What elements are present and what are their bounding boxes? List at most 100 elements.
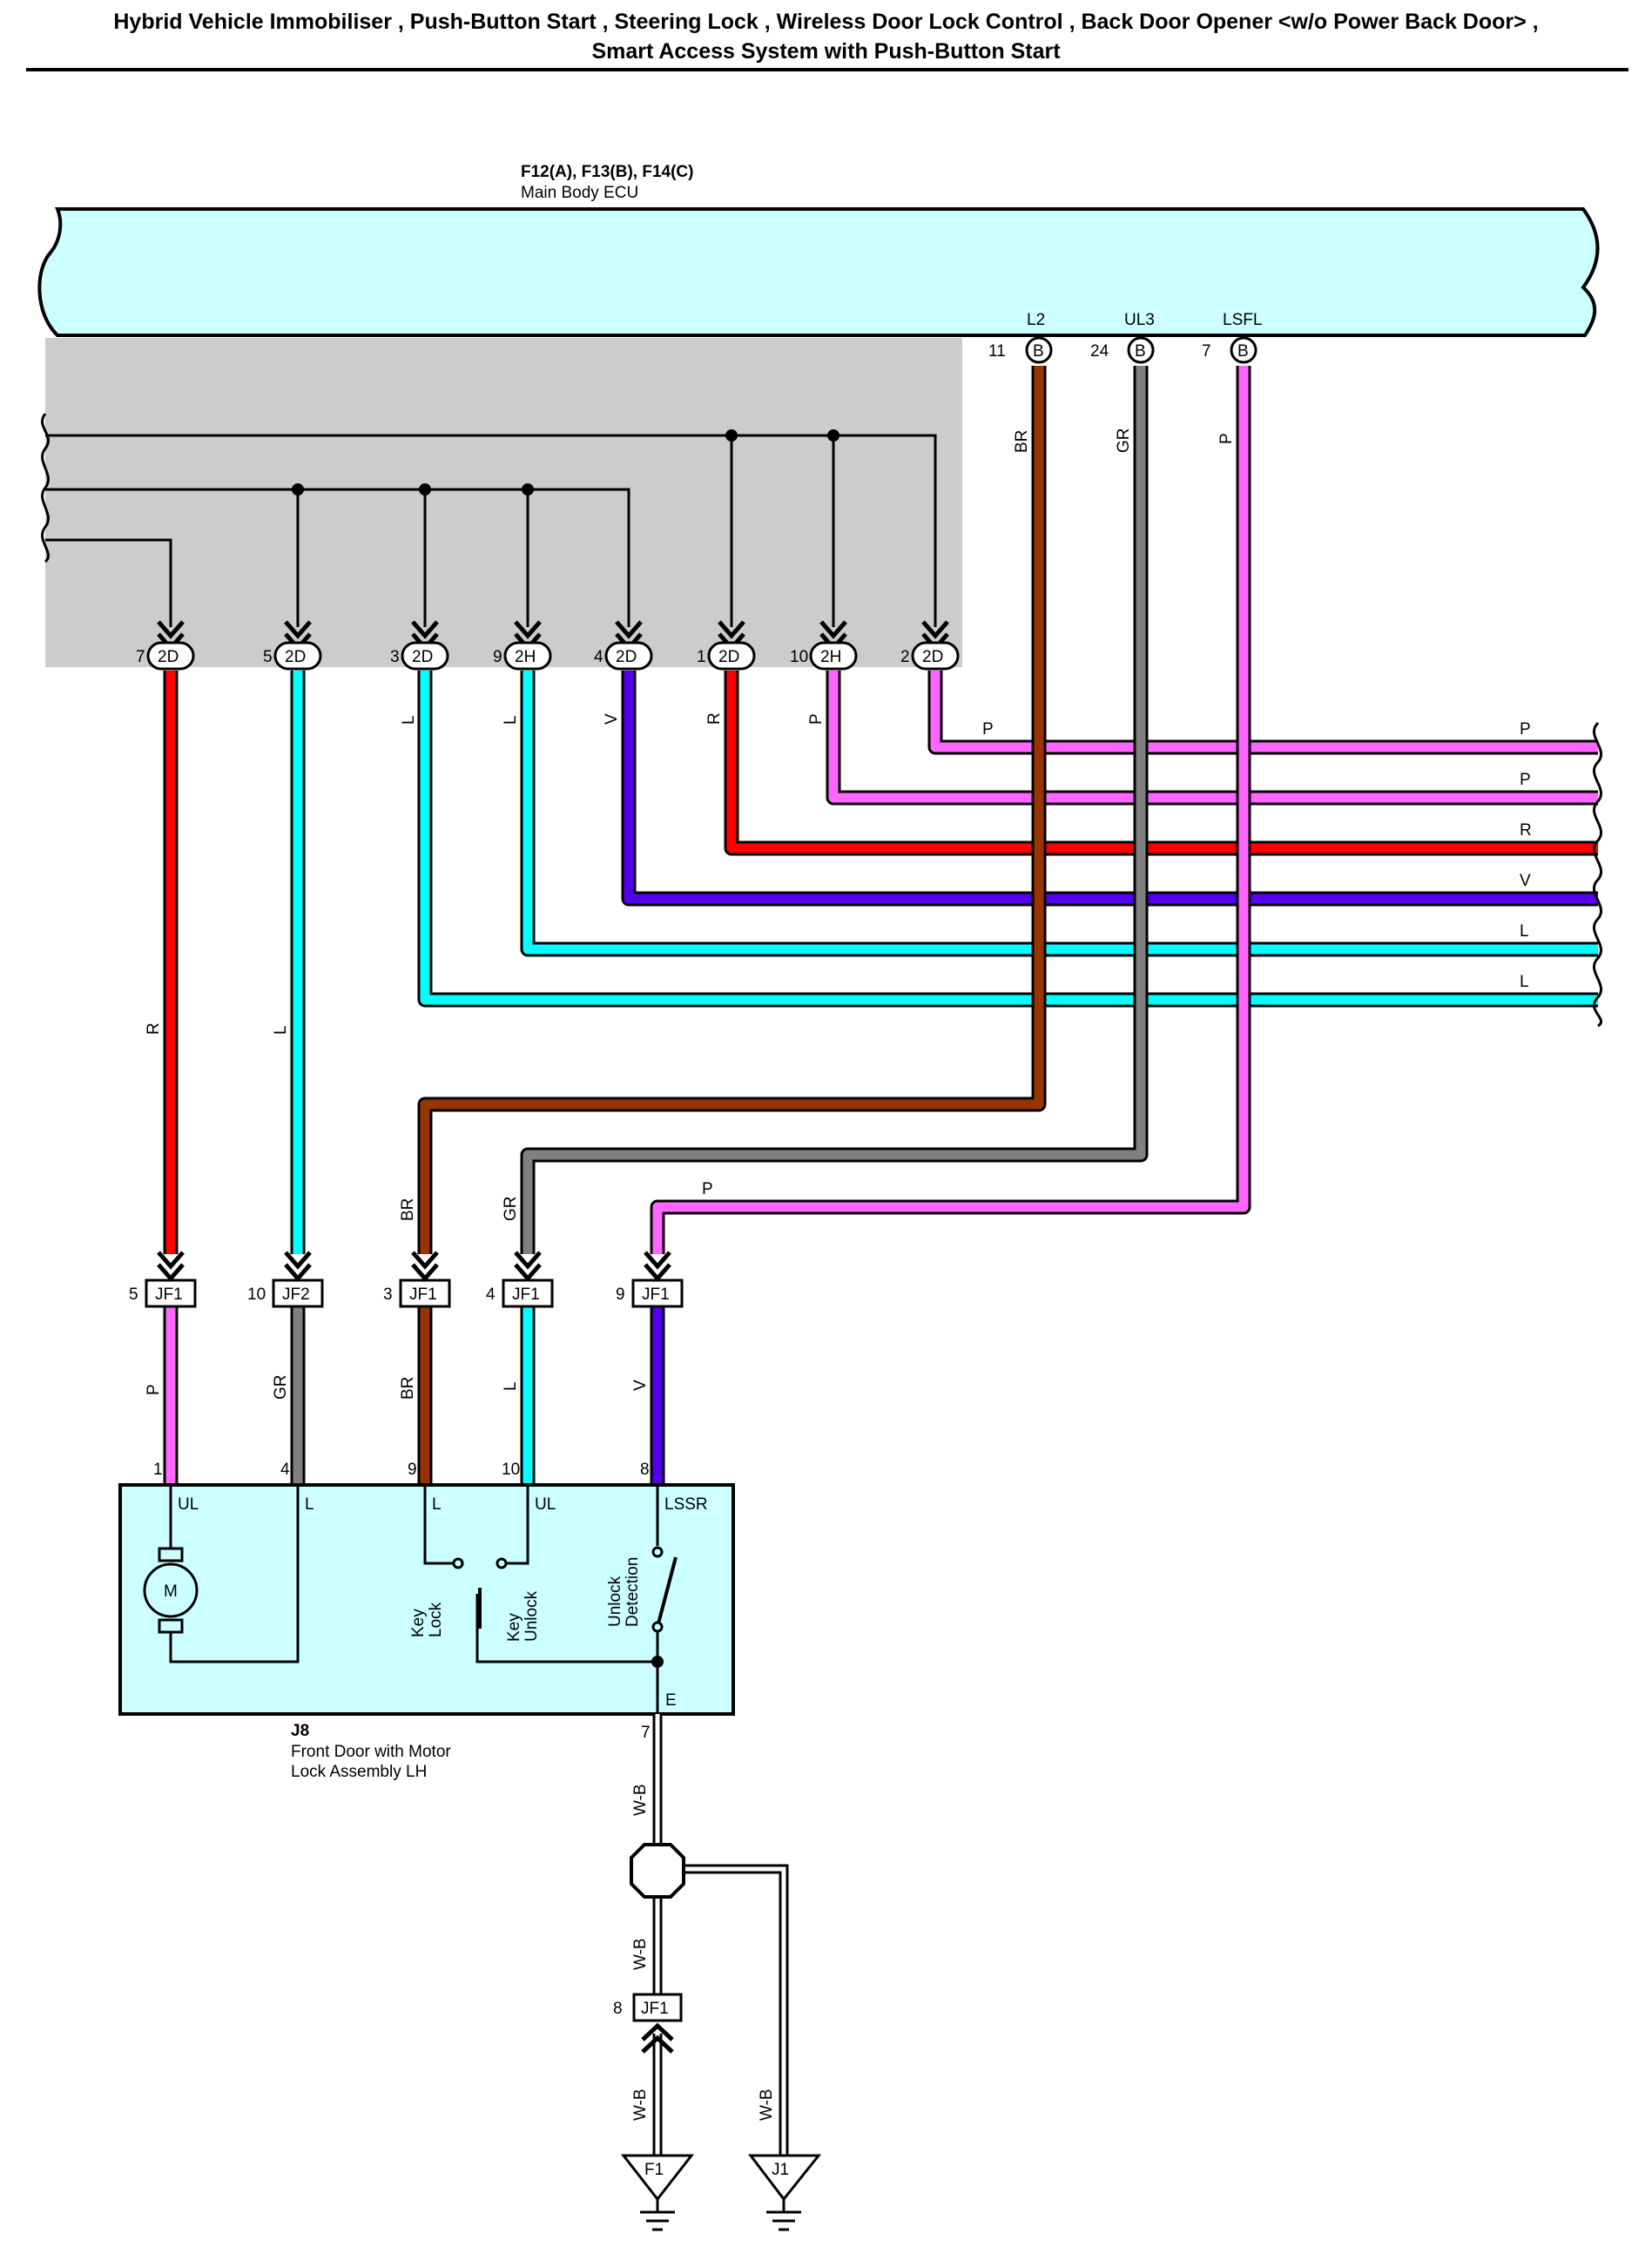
door-lock-terminal: UL [535,1495,556,1514]
jf-connector-jf1-3 [399,1279,451,1308]
door-lock-name-line2: Lock Assembly LH [291,1763,427,1781]
junction-connector-label: 2D [616,648,637,666]
wire-label-r-left: R [145,1022,163,1035]
wire-label-p-2h10: P [807,713,826,725]
door-lock-pin: 10 [502,1461,520,1479]
jf-pin-label: 5 [129,1285,138,1304]
door-lock-pin: 8 [640,1461,650,1479]
ecu-connector-label: F12(A), F13(B), F14(C) [521,163,693,181]
svg-text:Unlock: Unlock [606,1576,624,1627]
ground-point-f1 [620,2154,695,2202]
junction-pin-label: 2 [900,648,910,666]
junction-pin-label: 9 [493,648,502,666]
svg-text:Key: Key [505,1613,523,1642]
svg-text:Detection: Detection [624,1557,642,1627]
jf-pin-label: 9 [616,1285,625,1304]
wire-label-p-right-2: P [1520,771,1531,789]
ecu-name-label: Main Body ECU [521,184,638,202]
jf-chevron [157,1251,185,1282]
jf-connector-label: JF1 [155,1285,183,1304]
wire-p-2d2 [930,671,1598,752]
junction-connector-label: 2H [515,648,536,666]
ecu-terminal-lsfl [1230,336,1258,364]
splice-octagon [630,1843,685,1899]
ground-point-j1-label: J1 [772,2161,789,2179]
jf-connector-jf2-10 [272,1279,324,1308]
jf-connector-label: JF1 [409,1285,437,1304]
wire-label-l-left: L [272,1025,290,1035]
wire-label-p-j8: P [145,1384,163,1395]
ground-symbol-j1 [766,2199,801,2231]
ecu-terminal-connector: B [1135,342,1146,361]
motor-icon [143,1562,199,1618]
wire-label-l-j8: L [502,1381,520,1391]
door-lock-terminal: L [305,1495,314,1514]
ground-symbol-f1 [640,2199,675,2231]
junction-connector-label: 2D [285,648,306,666]
door-lock-terminal: L [432,1495,442,1514]
ecu-terminal-name: UL3 [1124,311,1155,329]
jf-connector-label: JF1 [642,1285,670,1304]
ground-terminal-label: E [665,1691,677,1710]
jf-pin-label: 10 [247,1285,266,1304]
wire-label-wb-4: W-B [758,2088,776,2121]
wire-label-v-2d4: V [603,713,621,725]
ecu-terminal-l2 [1025,336,1053,364]
ecu-terminal-pin: 24 [1090,342,1109,361]
wire-label-gr-lower: GR [502,1197,520,1222]
ecu-terminal-connector: B [1033,342,1044,361]
main-body-ecu [37,207,1600,337]
door-lock-assembly [118,1483,735,1716]
wire-label-l-2h9: L [502,715,520,725]
wire-label-l-2d3: L [400,715,418,725]
ecu-terminal-name: L2 [1027,311,1045,329]
door-lock-pin: 9 [408,1461,417,1479]
wire-l-2h9 [523,671,1598,955]
ecu-terminal-pin: 11 [988,342,1006,361]
jf-pin-label: 3 [383,1285,393,1304]
junction-connector-2d-2 [911,641,960,671]
wire-p-lsfl [652,366,1249,1254]
jf-chevron [644,1251,671,1282]
wire-v-2d4-outline [621,671,1598,907]
svg-text:Key: Key [409,1609,428,1637]
jf-chevron [514,1251,542,1282]
wire-label-p-right-1: P [1520,720,1531,739]
ground-point-j1 [747,2154,822,2202]
junction-connector-label: 2D [718,648,739,666]
ground-jf1-connector-label: JF1 [641,2000,669,2018]
junction-connector-2d-3 [401,641,449,671]
jf-connector-jf1-9 [631,1279,684,1308]
ground-jf1-pin-label: 8 [613,2000,623,2018]
junction-connector-2d-4 [604,641,653,671]
wire-label-br-j8: BR [399,1377,417,1400]
wire-r-2d1 [726,671,1598,854]
wire-label-wb-3: W-B [631,2088,650,2121]
wire-label-l-right-2: L [1520,973,1529,991]
junction-dots [292,429,839,496]
jf-connector-jf1-5 [145,1279,197,1308]
ground-jf1-chevrons [641,2022,674,2054]
wire-label-p-ecu: P [1217,433,1236,444]
junction-connector-label: 2D [158,648,179,666]
junction-connector-label: 2D [922,648,943,666]
title-line-1: Hybrid Vehicle Immobiliser , Push-Button… [113,10,1539,34]
motor-label: M [164,1582,178,1601]
wire-label-l-right-1: L [1520,922,1529,941]
title-line-2: Smart Access System with Push-Button Sta… [591,39,1061,64]
jf-connector-label: JF1 [512,1285,540,1304]
ground-point-f1-label: F1 [644,2161,664,2179]
junction-connector-2d-5 [273,641,322,671]
wire-l-2d3 [420,671,1598,1005]
ecu-terminal-pin: 7 [1202,342,1211,361]
title-rule [26,68,1628,71]
wire-l-2h9-outline [520,671,1598,957]
wire-label-wb-2: W-B [631,1938,650,1970]
wire-gr-ul3 [523,366,1146,1254]
junction-pin-label: 1 [697,648,706,666]
door-lock-connector-label: J8 [291,1722,309,1740]
